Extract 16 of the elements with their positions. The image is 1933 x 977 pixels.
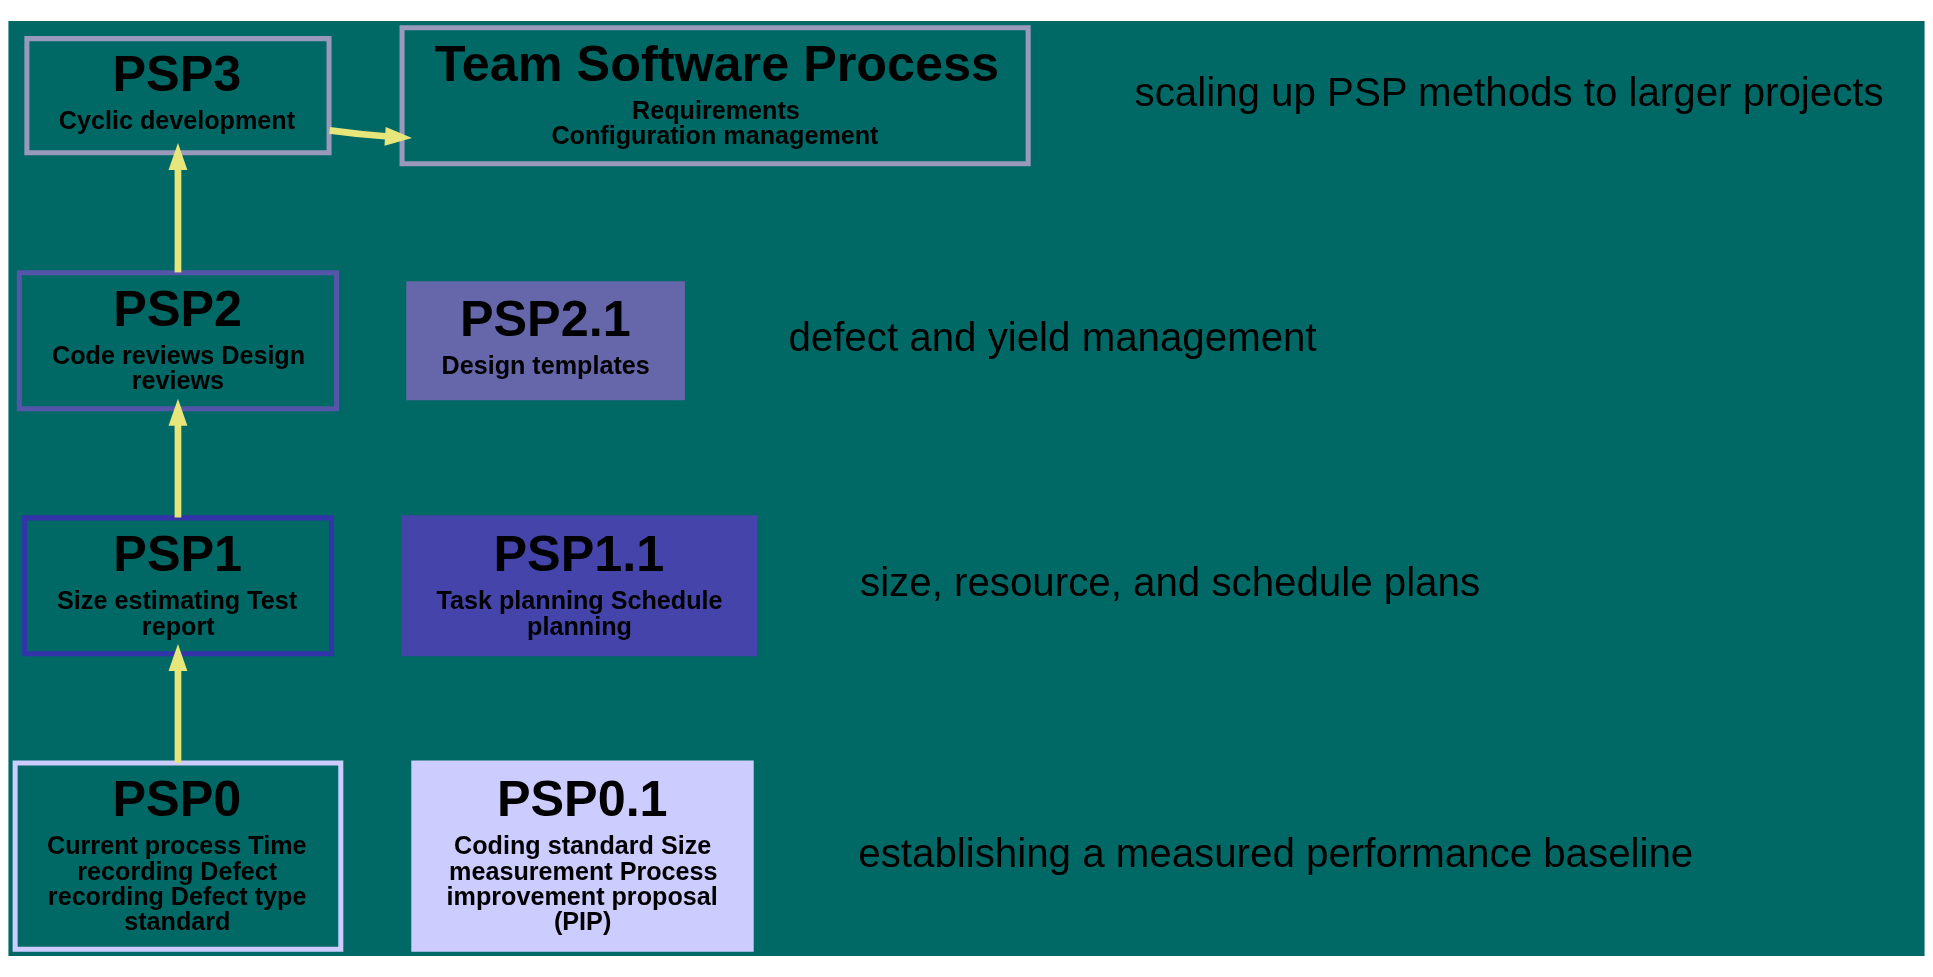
node-box: PSP2 Code reviews Design reviews — [16, 270, 340, 412]
label: size, resource, and schedule plans — [860, 560, 1481, 606]
arrow — [329, 126, 412, 146]
node-box: PSP2.1 Design templates — [406, 281, 685, 401]
arrow — [168, 644, 188, 763]
arrow — [168, 143, 188, 273]
arrow — [168, 398, 188, 518]
node-box: PSP1.1 Task planning Schedule planning — [401, 515, 758, 657]
node-box: PSP1 Size estimating Test report — [21, 515, 335, 657]
node-box: Team Software Process Requirements Configuration management — [399, 25, 1031, 167]
label: establishing a measured performance baseline — [858, 830, 1694, 876]
node-box: PSP0 Current process Time recording Defect recording Defect type standard — [12, 760, 344, 952]
node-box: PSP3 Cyclic development — [24, 36, 332, 156]
node-box: PSP0.1 Coding standard Size measurement Process improvement proposal (PIP) — [411, 760, 754, 952]
label: scaling up PSP methods to larger projects — [1134, 70, 1884, 116]
label: defect and yield management — [788, 315, 1317, 361]
